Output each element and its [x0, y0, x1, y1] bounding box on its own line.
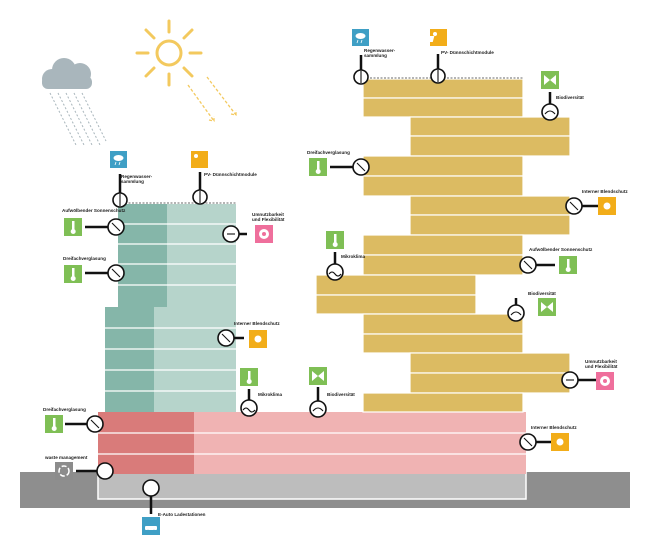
rain-cloud-icon [352, 29, 369, 46]
label-blendschutz-right-1: Interner Blendschutz [582, 189, 628, 194]
butterfly-icon [538, 298, 556, 316]
electric-car-icon [142, 517, 160, 535]
label-pv-left: PV- Dünnschichtmodule [204, 172, 257, 177]
callout-mikro-right [326, 263, 344, 281]
label-biodiversitaet-left: Biodiversität [327, 392, 355, 397]
tower-lower-dark [105, 307, 154, 412]
sun-small-icon [551, 433, 569, 451]
label-waste-management: waste management [45, 455, 88, 460]
label-umnutzbarkeit-right: Umnutzbarkeit und Flexibilität [585, 359, 618, 370]
label-regenwassersammlung-left: Regenwasser- sammlung [121, 174, 153, 185]
tower-upper-light [167, 204, 236, 307]
thermometer-icon [309, 158, 327, 176]
podium [98, 412, 526, 474]
podium-dark [98, 412, 194, 474]
sun-icon [135, 19, 203, 87]
thermometer-icon [559, 256, 577, 274]
flower-icon [255, 225, 273, 243]
label-dreifachverglasung-podium: Dreifachverglasung [43, 407, 86, 412]
flower-icon [596, 372, 614, 390]
sun-small-icon [598, 197, 616, 215]
basement [97, 471, 527, 500]
callout-marks [90, 70, 579, 447]
sun-small-icon [249, 330, 267, 348]
label-blendschutz-left: Interner Blendschutz [234, 321, 280, 326]
label-eauto-ladestationen: E-Auto Ladestationen [158, 512, 206, 517]
label-dreifachverglasung-left: Dreifachverglasung [63, 256, 106, 261]
butterfly-icon [541, 71, 559, 89]
label-blendschutz-right-2: Interner Blendschutz [531, 425, 577, 430]
label-biodiversitaet-right-2: Biodiversität [528, 291, 556, 296]
right-building [315, 78, 571, 413]
label-regenwassersammlung-right: Regenwasser- sammlung [364, 48, 396, 59]
thermometer-icon [240, 368, 258, 386]
solar-panel-icon [423, 29, 447, 46]
podium-light [194, 412, 526, 474]
callout-mikro-left [240, 399, 258, 417]
label-dreifachverglasung-right: Dreifachverglasung [307, 150, 350, 155]
tower-lower-light [154, 307, 236, 412]
label-sonnenschutz-right: Aufwölbender Sonnenschutz [529, 247, 593, 252]
thermometer-icon [64, 218, 82, 236]
ground [20, 471, 630, 508]
sun-ray-arrows-icon [187, 76, 237, 122]
callout-bio-right-1 [541, 103, 559, 121]
callout-bio-left [309, 400, 327, 418]
icon-tiles [45, 29, 616, 535]
label-mikroklima-left: Mikroklima [258, 392, 282, 397]
thermometer-icon [64, 265, 82, 283]
callout-eauto [142, 479, 160, 497]
butterfly-icon [309, 367, 327, 385]
label-biodiversitaet-right-1: Biodiversität [556, 95, 584, 100]
callout-waste [96, 462, 114, 480]
label-sonnenschutz-left: Aufwölbender Sonnenschutz [62, 208, 126, 213]
cloud-icon [42, 58, 107, 146]
label-pv-right: PV- Dünnschichtmodule [441, 50, 494, 55]
rain-cloud-icon [110, 151, 127, 168]
label-umnutzbarkeit-left: Umnutzbarkeit und Flexibilität [252, 212, 285, 223]
thermometer-icon [326, 231, 344, 249]
thermometer-icon [45, 415, 63, 433]
callout-bio-right-2 [507, 304, 525, 322]
recycle-icon [55, 462, 73, 480]
tower-floor-lines [105, 223, 236, 392]
solar-panel-icon [152, 151, 208, 168]
tower-upper-dark [118, 204, 167, 307]
label-mikroklima-right: Mikroklima [341, 254, 365, 259]
left-tower [105, 202, 236, 412]
